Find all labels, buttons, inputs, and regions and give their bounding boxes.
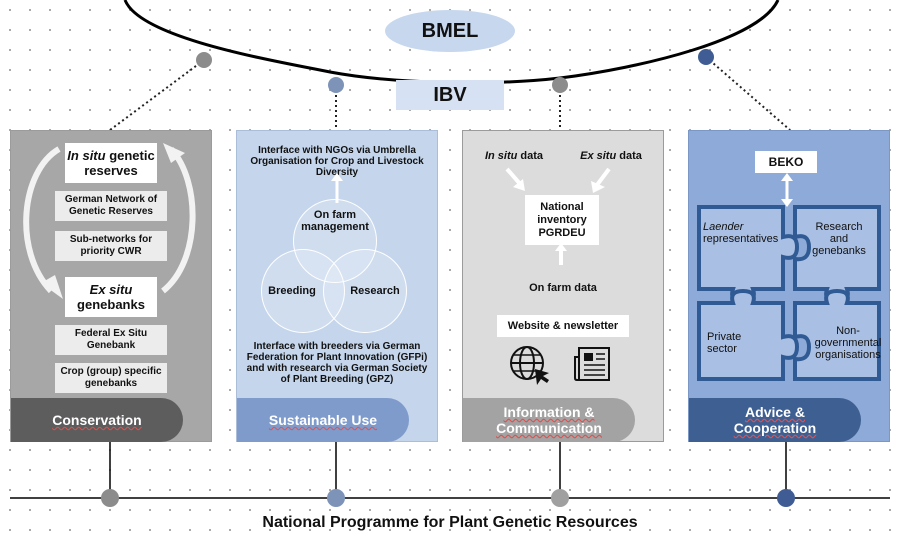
ex-situ-rest: genebanks — [77, 297, 145, 312]
sustainable-use-panel: Interface with NGOs via Umbrella Organis… — [236, 130, 438, 442]
bmel-label: BMEL — [385, 10, 515, 52]
interface-breeders-text: Interface with breeders via German Feder… — [246, 341, 428, 385]
research-genebanks-label: Research and genebanks — [812, 221, 866, 257]
beko-arrow — [781, 173, 793, 207]
link-conservation — [109, 59, 205, 131]
advice-tab-line2: Cooperation — [733, 420, 817, 436]
website-text: Website & newsletter — [507, 320, 619, 332]
ex-situ-data-italic: Ex situ — [580, 150, 617, 162]
information-panel: In situ data Ex situ data National inven… — [462, 130, 664, 442]
information-tab: Information &Communication — [463, 398, 635, 442]
interface-ngo-text: Interface with NGOs via Umbrella Organis… — [250, 145, 424, 178]
subnetworks-box: Sub-networks for priority CWR — [55, 231, 167, 261]
conservation-tab: Conservation — [11, 398, 183, 442]
arc-node-advice — [698, 49, 714, 65]
in-situ-box: In situ genetic reserves — [65, 143, 157, 183]
programme-title: National Programme for Plant Genetic Res… — [262, 514, 638, 531]
bottom-node-sustainable — [327, 489, 345, 507]
on-farm-data-label: On farm data — [529, 282, 597, 294]
in-situ-italic: In situ — [67, 148, 106, 163]
information-arrows — [505, 167, 611, 265]
federal-genebank-box: Federal Ex Situ Genebank — [55, 325, 167, 355]
information-tab-line1: Information & — [503, 404, 595, 420]
arc-node-conservation — [196, 52, 212, 68]
subnetworks-text: Sub-networks for priority CWR — [69, 234, 153, 257]
website-box: Website & newsletter — [497, 315, 629, 337]
crop-genebanks-box: Crop (group) specific genebanks — [55, 363, 167, 393]
laender-italic: Laender — [703, 221, 744, 233]
advice-tab-line1: Advice & — [745, 404, 805, 420]
bmel-text: BMEL — [421, 19, 479, 42]
in-situ-data-italic: In situ — [484, 150, 518, 162]
on-farm-label: On farm management — [301, 209, 369, 233]
ngo-label: Non-governmental organisations — [814, 325, 882, 361]
crop-genebanks-text: Crop (group) specific genebanks — [60, 366, 162, 389]
puzzle-piece-private — [697, 288, 800, 381]
puzzle-graphic — [697, 205, 881, 381]
german-network-box: German Network of Genetic Reserves — [55, 191, 167, 221]
beko-box: BEKO — [755, 151, 817, 173]
bottom-node-conservation — [101, 489, 119, 507]
conservation-panel: In situ genetic reserves German Network … — [10, 130, 212, 442]
ex-situ-data-label: Ex situ data — [575, 151, 647, 162]
federal-genebank-text: Federal Ex Situ Genebank — [74, 328, 148, 351]
advice-tab: Advice &Cooperation — [689, 398, 861, 442]
conservation-tab-label: Conservation — [52, 412, 142, 428]
newspaper-icon — [574, 347, 610, 381]
information-tab-label: Information &Communication — [496, 404, 602, 436]
information-tab-line2: Communication — [496, 420, 602, 436]
beko-text: BEKO — [768, 155, 804, 169]
in-situ-data-rest: data — [517, 150, 544, 162]
in-situ-rest: genetic reserves — [84, 148, 155, 178]
ibv-text: IBV — [433, 83, 467, 106]
research-label: Research — [350, 285, 400, 297]
arc-node-sustainable — [328, 77, 344, 93]
sustainable-use-tab-label: Sustainable Use — [268, 412, 378, 428]
link-advice — [705, 56, 791, 131]
bottom-node-information — [551, 489, 569, 507]
laender-rest: representatives — [703, 233, 779, 245]
ex-situ-italic: Ex situ — [89, 282, 133, 297]
ibv-label: IBV — [396, 80, 504, 110]
arc-node-information — [552, 77, 568, 93]
private-sector-label: Private sector — [707, 331, 742, 355]
conservation-cycle-arrows — [23, 143, 196, 299]
inventory-box: National inventory PGRDEU — [525, 195, 599, 245]
research-circle — [323, 249, 407, 333]
bottom-node-advice — [777, 489, 795, 507]
globe-icon — [510, 346, 549, 385]
sustainable-use-tab: Sustainable Use — [237, 398, 409, 442]
ex-situ-data-rest: data — [616, 150, 642, 162]
advice-tab-label: Advice &Cooperation — [734, 404, 816, 436]
inventory-text: National inventory PGRDEU — [537, 200, 587, 239]
puzzle-piece-ngo — [793, 288, 881, 381]
in-situ-data-label: In situ data — [479, 151, 549, 162]
german-network-text: German Network of Genetic Reserves — [64, 194, 158, 217]
breeding-label: Breeding — [268, 285, 316, 297]
